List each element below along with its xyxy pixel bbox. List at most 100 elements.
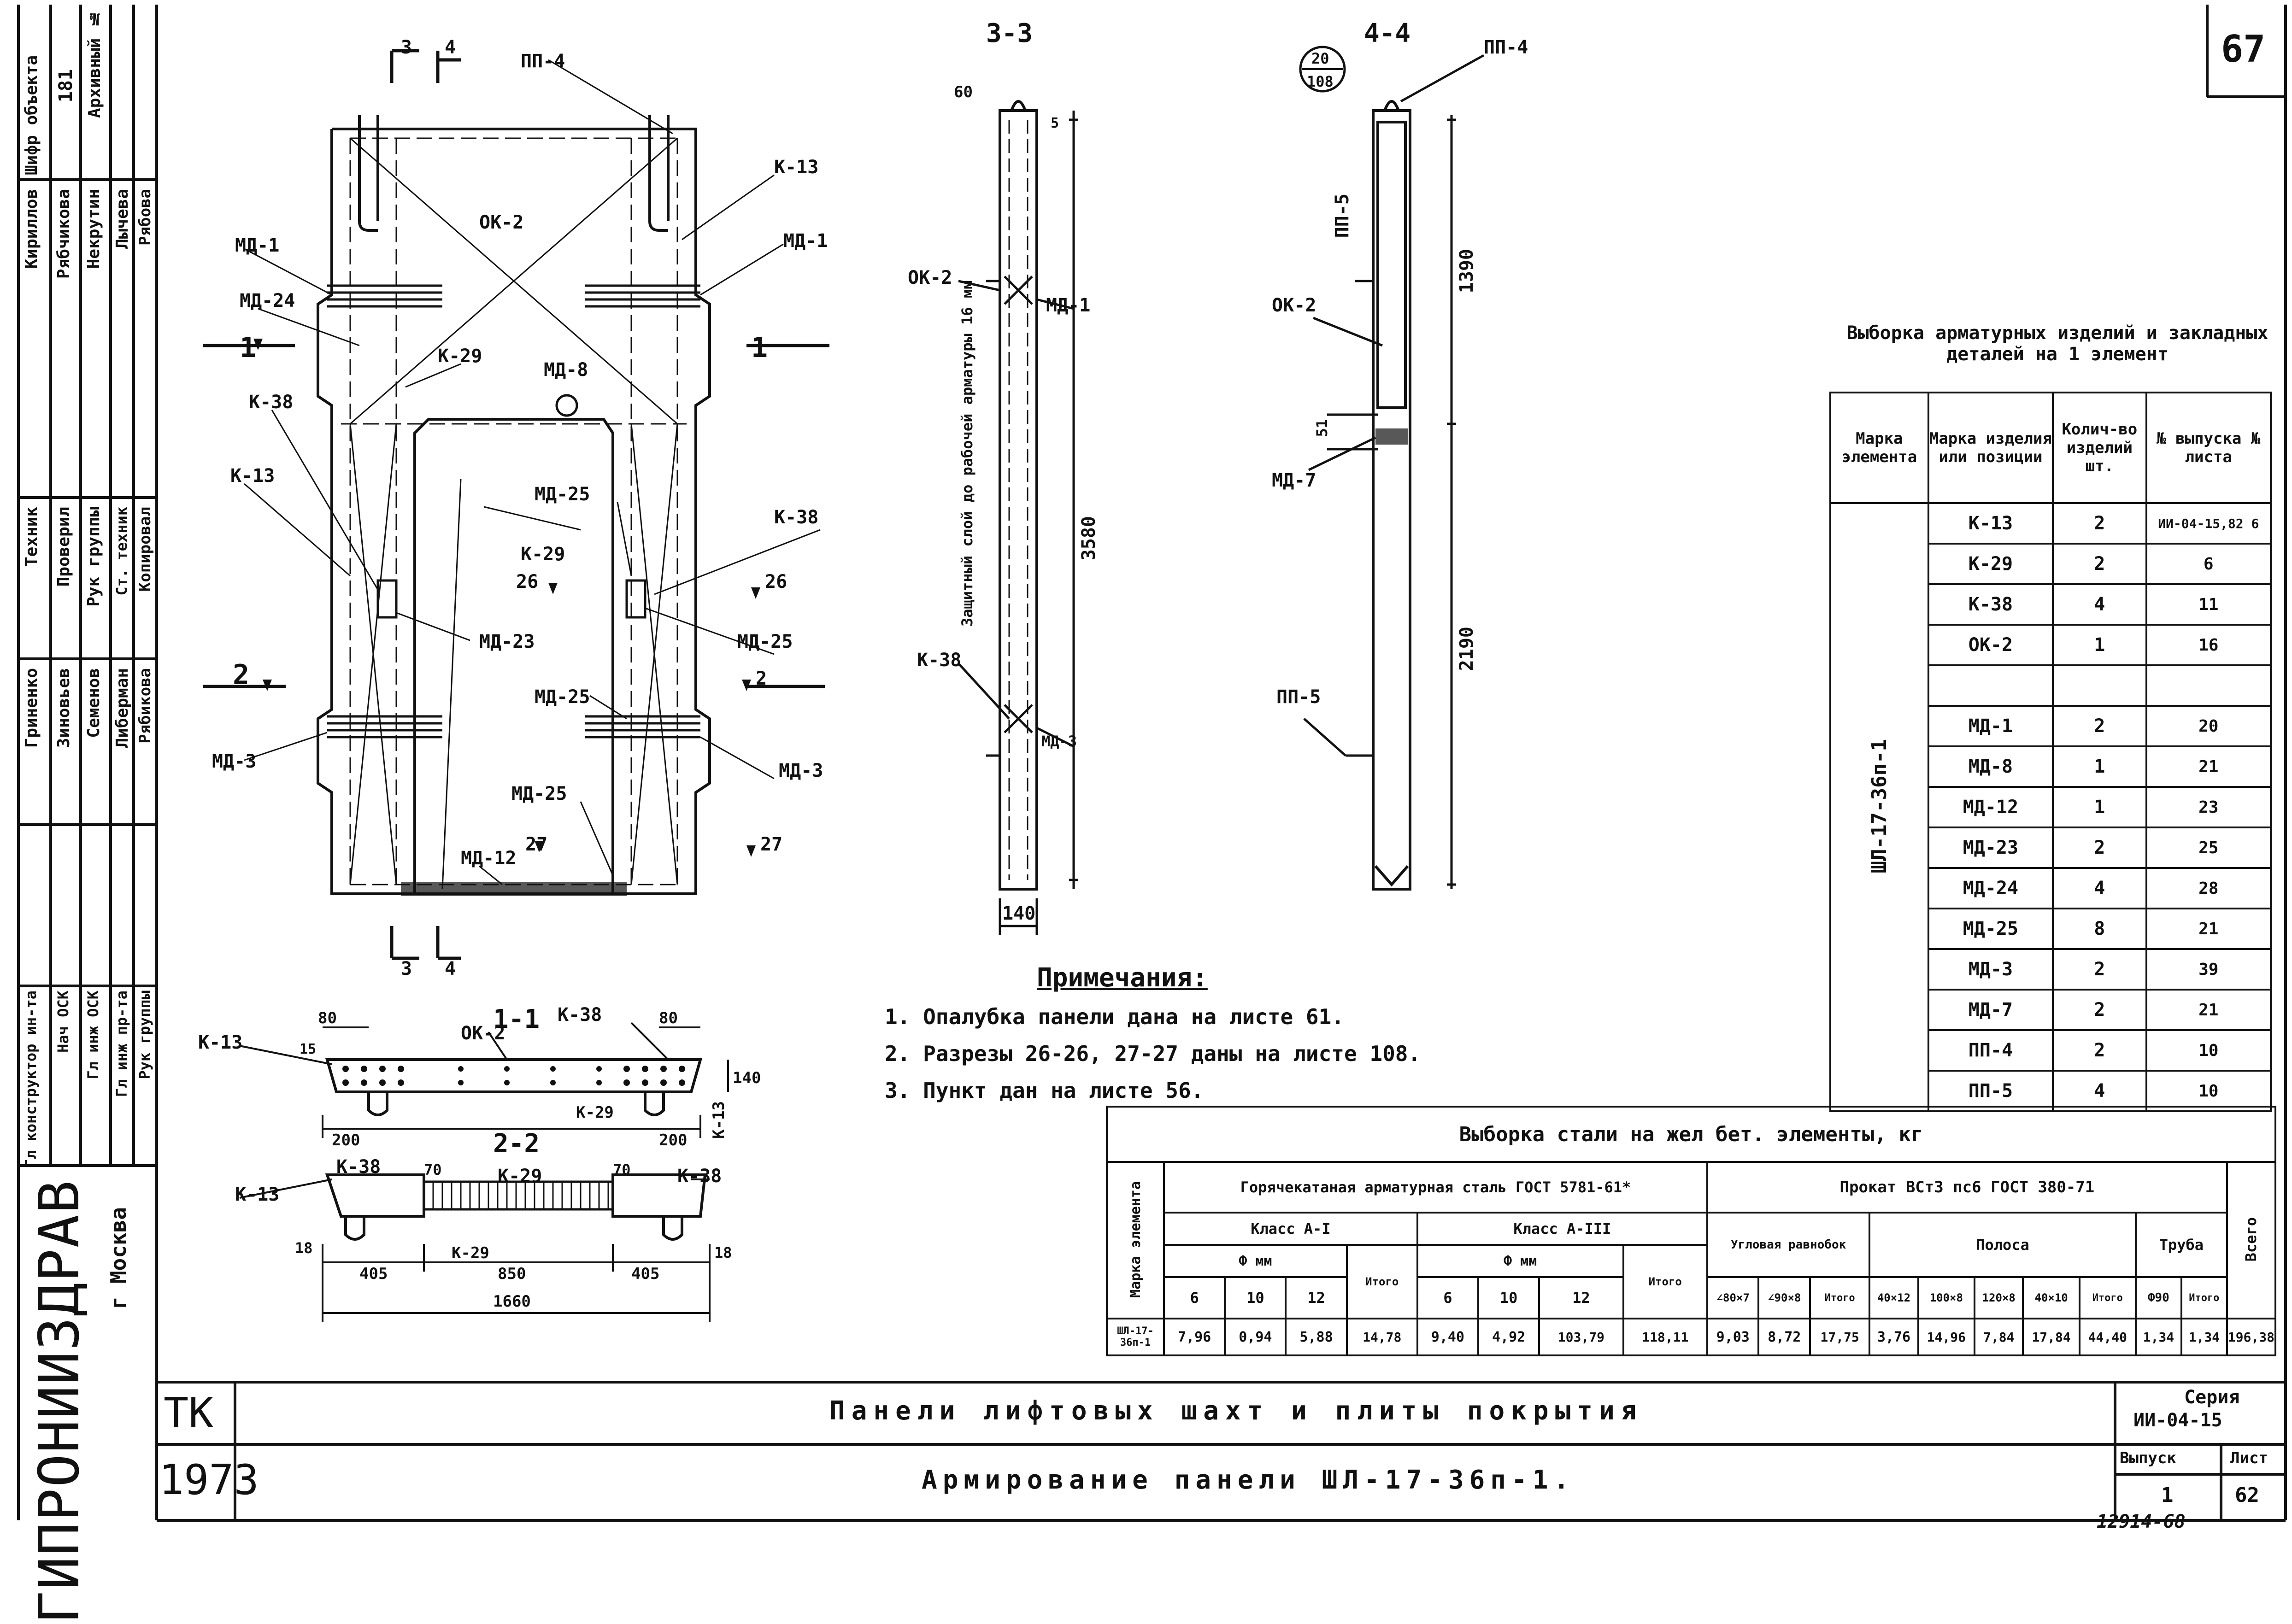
sel-issue <box>2145 664 2272 707</box>
label-md25-b: МД-25 <box>737 631 793 652</box>
circle-ref-bottom: 108 <box>1307 73 1334 90</box>
section-1-1-title: 1-1 <box>493 1004 540 1034</box>
sel-qty: 4 <box>2052 583 2147 626</box>
steel-cell: 7,96 <box>1163 1318 1226 1356</box>
dim-405-a: 405 <box>359 1265 388 1283</box>
stamp-name-semenov: Семенов <box>84 668 103 738</box>
label-pp4: ПП-4 <box>521 51 565 72</box>
sel-item: К-38 <box>1927 583 2054 626</box>
label-k38-s22-right: К-38 <box>677 1166 722 1187</box>
dim-18-a: 18 <box>295 1239 313 1257</box>
steel-title: Выборка стали на жел бет. элементы, кг <box>1106 1106 2276 1163</box>
label-pp5-s44-top: ПП-5 <box>1332 193 1353 238</box>
section-2-2-title: 2-2 <box>493 1129 540 1159</box>
cut-mark-3-top: 3 <box>401 37 412 58</box>
sel-qty: 2 <box>2052 989 2147 1031</box>
steel-phi-a1: Ф мм <box>1163 1244 1348 1278</box>
steel-sub: Ф90 <box>2134 1276 2182 1319</box>
steel-cell: 8,72 <box>1757 1318 1811 1356</box>
sel-item: МД-12 <box>1927 786 2054 828</box>
label-k13-left: К-13 <box>230 465 275 487</box>
stamp-role-checked: Проверил <box>54 507 73 587</box>
sel-qty: 2 <box>2052 948 2147 991</box>
stamp-role-head-osk: Нач ОСК <box>54 991 72 1053</box>
issue-label: Выпуск <box>2120 1449 2176 1467</box>
steel-cell: 0,94 <box>1224 1318 1287 1356</box>
label-k13-s22: К-13 <box>235 1184 280 1205</box>
steel-cell: 118,11 <box>1622 1318 1708 1356</box>
sel-qty: 4 <box>2052 1070 2147 1112</box>
sel-header-element: Марка элемента <box>1829 392 1929 504</box>
steel-cell: 5,88 <box>1285 1318 1348 1356</box>
steel-cell: 17,75 <box>1809 1318 1871 1356</box>
label-k29-mid: К-29 <box>521 544 565 565</box>
steel-sub: 10 <box>1477 1276 1540 1319</box>
label-k29-s11: К-29 <box>576 1103 614 1122</box>
steel-sub: 10 <box>1224 1276 1287 1319</box>
stamp-name-liberman: Либерман <box>113 668 132 748</box>
label-pp5-s44: ПП-5 <box>1276 686 1321 708</box>
steel-cell: 14,78 <box>1346 1318 1418 1356</box>
sel-issue: ИИ-04-15,82 6 <box>2145 502 2272 545</box>
label-pp4-s44: ПП-4 <box>1484 37 1528 58</box>
stamp-name-zinoviev: Зиновьев <box>54 668 73 748</box>
dim-5: 5 <box>1051 115 1059 131</box>
sel-header-item: Марка изделия или позиции <box>1927 392 2054 504</box>
sel-item: К-13 <box>1927 502 2054 545</box>
dim-70-a: 70 <box>424 1161 442 1178</box>
label-k38-left: К-38 <box>249 392 294 413</box>
stamp-name-nekrutin: Некрутин <box>84 189 103 269</box>
steel-itogo-a1: Итого <box>1346 1244 1418 1319</box>
sel-qty: 1 <box>2052 786 2147 828</box>
label-k38-s11: К-38 <box>558 1004 602 1026</box>
sel-issue: 10 <box>2145 1029 2272 1072</box>
label-ok2: ОК-2 <box>479 212 524 233</box>
sel-issue: 21 <box>2145 745 2272 788</box>
steel-cell: 4,92 <box>1477 1318 1540 1356</box>
notes-title: Примечания: <box>1037 963 1208 993</box>
steel-total-header: Всего <box>2242 1217 2260 1262</box>
sel-item: К-29 <box>1927 543 2054 585</box>
sel-element-cell: ШЛ-17-36п-1 <box>1829 502 1929 1112</box>
dim-2190: 2190 <box>1456 627 1477 671</box>
sel-issue: 11 <box>2145 583 2272 626</box>
dim-140-s11: 140 <box>733 1069 761 1087</box>
stamp-name-ryabova: Рябова <box>136 189 154 246</box>
dim-60: 60 <box>954 83 973 101</box>
title-line2: Армирование панели ШЛ-17-36п-1. <box>922 1465 1575 1495</box>
label-k38-s33: К-38 <box>917 650 962 671</box>
title-tk: ТК <box>164 1389 214 1437</box>
steel-rolled: Прокат ВСт3 пс6 ГОСТ 380-71 <box>1706 1161 2228 1214</box>
steel-cell: ШЛ-17-36п-1 <box>1106 1318 1165 1356</box>
sheet-number: 67 <box>2221 28 2266 70</box>
note-1: 1. Опалубка панели дана на листе 61. <box>885 1004 1344 1029</box>
steel-sub: Итого <box>2078 1276 2137 1319</box>
label-md1-s33: МД-1 <box>1046 295 1091 316</box>
steel-sub: ∠80×7 <box>1706 1276 1760 1319</box>
sel-issue: 28 <box>2145 867 2272 909</box>
steel-total-header-cell: Всего <box>2226 1161 2277 1319</box>
section-4-4-title: 4-4 <box>1364 18 1411 48</box>
sel-issue: 10 <box>2145 1070 2272 1112</box>
label-md1-right: МД-1 <box>783 230 828 252</box>
stamp-object-code: 181 <box>55 69 76 103</box>
label-27-right: 27 <box>760 834 783 855</box>
sel-item <box>1927 664 2054 707</box>
sel-item: ПП-4 <box>1927 1029 2054 1072</box>
label-k13-s11-right: К-13 <box>710 1101 728 1139</box>
steel-hot-rolled: Горячекатаная арматурная сталь ГОСТ 5781… <box>1163 1161 1708 1214</box>
sel-item: МД-25 <box>1927 908 2054 950</box>
label-md3-s33: МД-3 <box>1041 733 1077 750</box>
dim-200-b: 200 <box>659 1131 688 1149</box>
steel-sub: 40×12 <box>1869 1276 1919 1319</box>
label-md3-left: МД-3 <box>212 751 257 772</box>
stamp-name-ryabchikova: Рябчикова <box>54 189 73 279</box>
label-md25-d: МД-25 <box>511 783 567 804</box>
label-ok2-s44: ОК-2 <box>1272 295 1316 316</box>
sel-qty <box>2052 664 2147 707</box>
steel-phi-a3: Ф мм <box>1416 1244 1624 1278</box>
steel-sub: Итого <box>2180 1276 2228 1319</box>
sel-qty: 1 <box>2052 624 2147 666</box>
steel-cell: 1,34 <box>2134 1318 2182 1356</box>
sel-header-issue: № выпуска № листа <box>2145 392 2272 504</box>
